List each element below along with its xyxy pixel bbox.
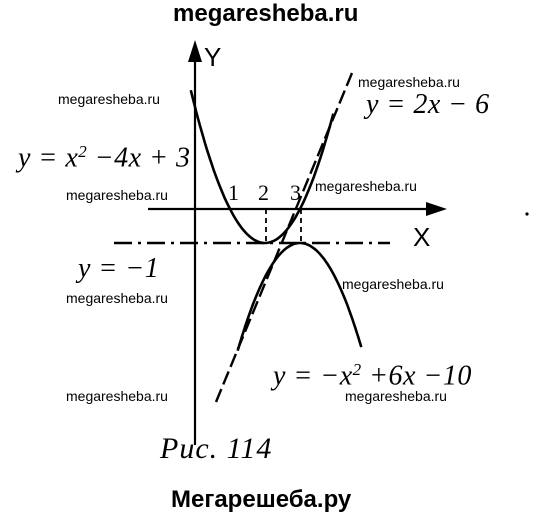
site-header: megaresheba.ru [173,0,359,27]
equation-parabola-up-suffix: −4x + 3 [87,142,191,174]
watermark: megaresheba.ru [66,187,168,203]
watermark: megaresheba.ru [358,74,460,90]
tick-label-3: 3 [290,180,301,205]
equation-parabola-down-suffix: +6x −10 [361,360,472,392]
stray-dot [525,212,529,216]
parabola-down-curve [236,241,363,352]
watermark: megaresheba.ru [315,178,417,194]
equation-parabola-down-prefix: y = −x [273,360,353,392]
equation-line-tangent: y = 2x − 6 [366,89,490,120]
equation-parabola-up-exponent: 2 [78,142,88,161]
watermark: megaresheba.ru [66,388,168,404]
site-footer: Мегарешеба.ру [171,486,352,513]
tick-label-2: 2 [258,180,269,205]
equation-parabola-up: y = x2 −4x + 3 [18,142,190,174]
watermark: megaresheba.ru [345,388,447,404]
equation-parabola-down: y = −x2 +6x −10 [273,360,472,392]
tick-label-1: 1 [228,180,239,205]
y-axis-label: Y [204,42,222,72]
x-axis-arrow [426,202,447,216]
parabola-up-curve [189,89,335,245]
equation-parabola-up-prefix: y = x [18,142,79,174]
equation-parabola-down-exponent: 2 [352,360,362,379]
equation-line-horizontal: y = −1 [78,253,160,284]
x-axis-label: X [413,222,431,252]
watermark: megaresheba.ru [66,290,168,306]
figure-caption: Рис. 114 [160,432,273,465]
y-axis-arrow [188,40,202,62]
watermark: megaresheba.ru [58,91,160,107]
watermark: megaresheba.ru [342,276,444,292]
